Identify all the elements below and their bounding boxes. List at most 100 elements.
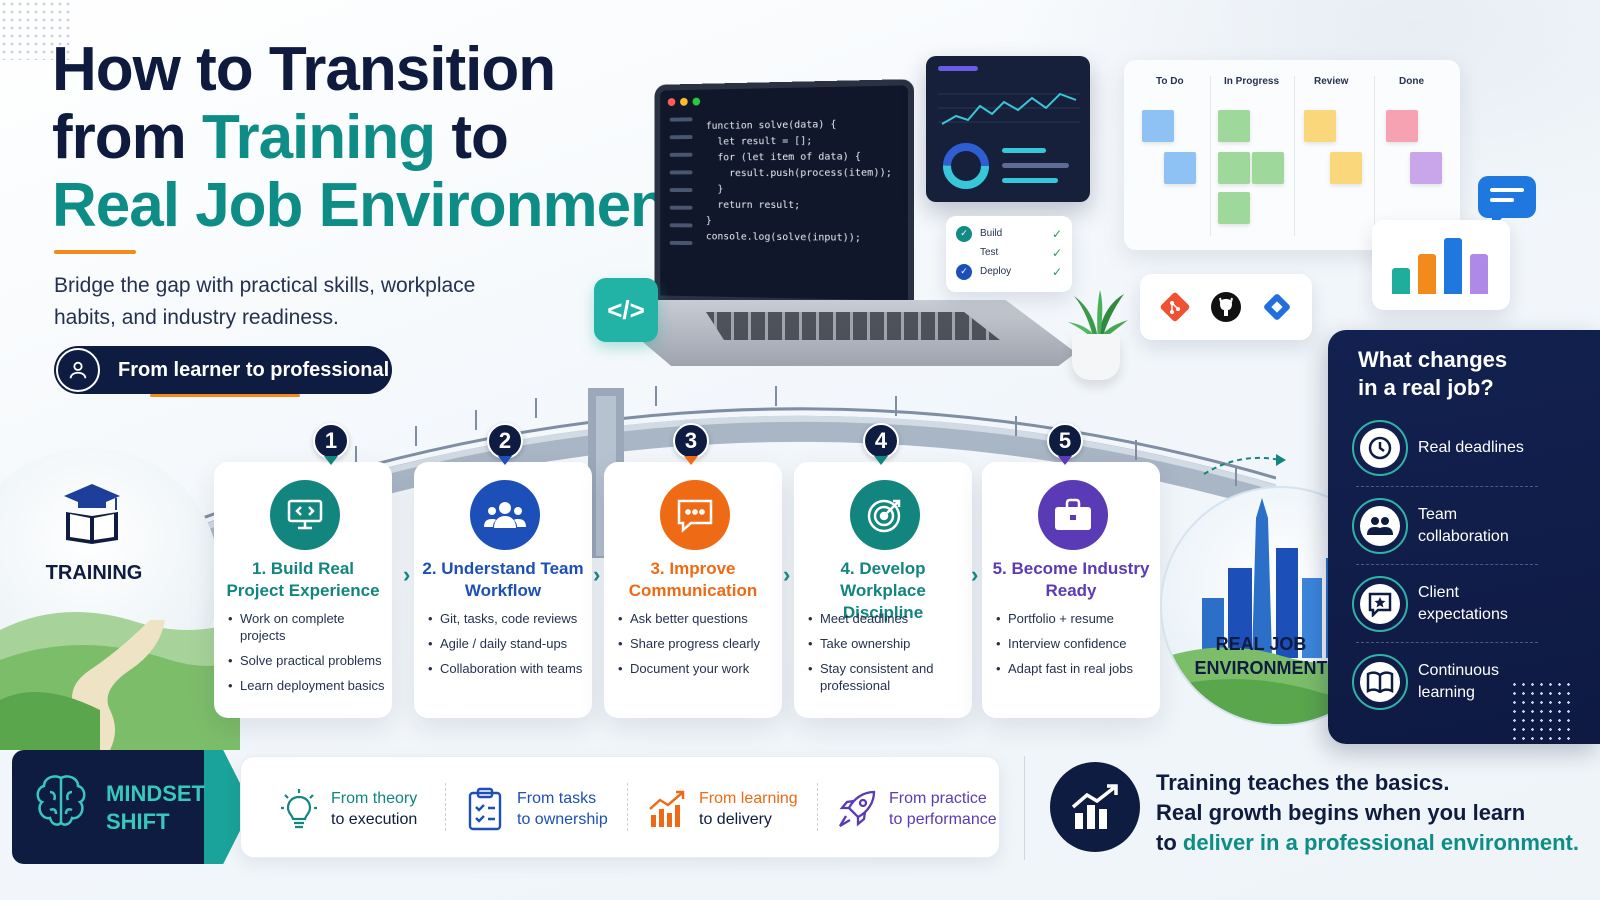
step-list: Ask better questions Share progress clea… [618, 610, 782, 685]
check-icon: ✓ [1052, 227, 1062, 241]
mindset-line-2: SHIFT [106, 808, 205, 836]
code-snippet: function solve(data) { let result = []; … [706, 116, 892, 247]
bar-chart-icon [1372, 220, 1510, 310]
code-icon: </> [594, 278, 658, 342]
subtitle: Bridge the gap with practical skills, wo… [54, 270, 524, 334]
graduation-book-icon [60, 482, 124, 544]
quote-line-3-a: to [1156, 830, 1183, 855]
pipeline-panel: ✓Build✓ Test✓ ✓Deploy✓ [946, 216, 1072, 292]
list-item: Stay consistent and professional [808, 660, 972, 694]
check-circle-icon: ✓ [956, 226, 972, 242]
training-label: TRAINING [44, 562, 144, 585]
step-number-4: 4 [863, 423, 899, 459]
real-job-label-line-2: ENVIRONMENT [1186, 656, 1336, 680]
shift-to: to execution [331, 809, 417, 830]
list-item: Document your work [618, 660, 782, 677]
kanban-column-todo: To Do [1156, 76, 1184, 87]
title-line-2: from Training to [52, 104, 687, 172]
step-title: 2. Understand Team Workflow [422, 558, 584, 602]
kanban-column-review: Review [1314, 76, 1348, 87]
list-item: Take ownership [808, 635, 972, 652]
speech-bubble-icon [660, 480, 730, 550]
chevron-right-icon: › [403, 562, 410, 588]
shift-to: to performance [889, 809, 997, 830]
step-title: 5. Become Industry Ready [990, 558, 1152, 602]
target-icon [850, 480, 920, 550]
step-title: 3. Improve Communication [612, 558, 774, 602]
shift-item: From tasksto ownership [463, 781, 608, 837]
step-card-4: 4. Develop Workplace Discipline Meet dea… [794, 462, 972, 718]
pipeline-label: Test [980, 247, 1052, 258]
check-icon: ✓ [1052, 246, 1062, 260]
shift-label: From practiceto performance [889, 788, 997, 830]
kanban-column-done: Done [1399, 76, 1424, 87]
window-dots [668, 98, 700, 106]
title-line-2-highlight: Training [202, 103, 435, 172]
clipboard-icon [463, 787, 507, 831]
list-item: Agile / daily stand-ups [428, 635, 592, 652]
shift-from: From theory [331, 788, 417, 809]
laptop-screen: function solve(data) { let result = []; … [655, 79, 915, 307]
change-item-client: Client expectations [1352, 574, 1552, 634]
chevron-right-icon: › [783, 562, 790, 588]
real-job-label: REAL JOB ENVIRONMENT [1186, 632, 1336, 680]
step-pointer [1058, 456, 1072, 465]
briefcase-icon [1038, 480, 1108, 550]
shift-item: From theoryto execution [277, 781, 417, 837]
computer-code-icon [270, 480, 340, 550]
change-label: Client expectations [1418, 582, 1538, 626]
list-item: Git, tasks, code reviews [428, 610, 592, 627]
step-pointer [498, 456, 512, 465]
step-number-2: 2 [487, 423, 523, 459]
quote-line-3-highlight: deliver in a professional environment. [1183, 830, 1579, 855]
list-item: Adapt fast in real jobs [996, 660, 1160, 677]
shift-item: From learningto delivery [645, 781, 798, 837]
list-item: Collaboration with teams [428, 660, 592, 677]
real-job-label-line-1: REAL JOB [1186, 632, 1336, 656]
dot-pattern [1510, 680, 1570, 740]
page-title: How to Transition from Training to Real … [52, 36, 687, 240]
shift-item: From practiceto performance [835, 781, 997, 837]
chevron-right-icon: › [593, 562, 600, 588]
chat-icon [1478, 176, 1536, 218]
lightbulb-icon [277, 787, 321, 831]
check-icon: ✓ [1052, 265, 1062, 279]
step-list: Git, tasks, code reviews Agile / daily s… [428, 610, 592, 685]
step-card-3: 3. Improve Communication Ask better ques… [604, 462, 782, 718]
step-title: 1. Build Real Project Experience [222, 558, 384, 602]
change-item-collaboration: Team collaboration [1352, 496, 1552, 556]
tools-panel [1140, 274, 1312, 340]
star-chat-icon [1352, 576, 1408, 632]
pipeline-label: Deploy [980, 266, 1052, 277]
shift-from: From tasks [517, 788, 608, 809]
shift-to: to delivery [699, 809, 798, 830]
code-sidebar [670, 117, 693, 245]
shift-label: From learningto delivery [699, 788, 798, 830]
list-item: Share progress clearly [618, 635, 782, 652]
pipeline-row: ✓Build✓ [956, 224, 1062, 243]
title-line-2-a: from [52, 103, 202, 172]
step-number-3: 3 [673, 423, 709, 459]
quote-line-2: Real growth begins when you learn [1156, 798, 1596, 828]
git-icon [1157, 289, 1193, 325]
check-circle-icon: ✓ [956, 264, 972, 280]
mindset-label: MINDSET SHIFT [106, 780, 205, 836]
shift-from: From practice [889, 788, 997, 809]
chevron-right-icon: › [971, 562, 978, 588]
step-card-1: 1. Build Real Project Experience Work on… [214, 462, 392, 718]
list-item: Solve practical problems [228, 652, 392, 669]
dashed-arrow-icon [1200, 448, 1290, 478]
shift-from: From learning [699, 788, 798, 809]
landscape-illustration [0, 560, 240, 750]
pipeline-row: ✓Deploy✓ [956, 262, 1062, 281]
book-icon [1352, 654, 1408, 710]
shift-to: to ownership [517, 809, 608, 830]
change-label: Team collaboration [1418, 504, 1538, 548]
quote-line-3: to deliver in a professional environment… [1156, 828, 1596, 858]
title-underline [54, 250, 136, 254]
step-number-5: 5 [1047, 423, 1083, 459]
step-pointer [874, 456, 888, 465]
title-line-2-c: to [435, 103, 508, 172]
step-card-2: 2. Understand Team Workflow Git, tasks, … [414, 462, 592, 718]
step-list: Portfolio + resume Interview confidence … [996, 610, 1160, 685]
